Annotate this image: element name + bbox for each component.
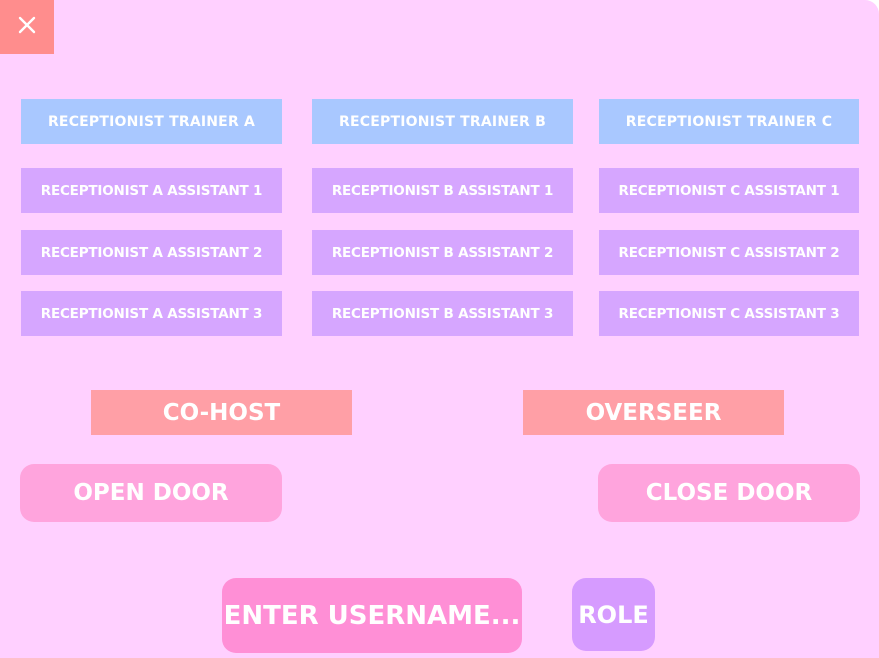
assistant-c3-button[interactable]: RECEPTIONIST C ASSISTANT 3 — [599, 291, 859, 336]
assistant-a1-button[interactable]: RECEPTIONIST A ASSISTANT 1 — [21, 168, 282, 213]
open-door-button[interactable]: OPEN DOOR — [20, 464, 282, 522]
username-placeholder: ENTER USERNAME... — [223, 600, 521, 631]
assistant-c2-button[interactable]: RECEPTIONIST C ASSISTANT 2 — [599, 230, 859, 275]
assistant-a3-label: RECEPTIONIST A ASSISTANT 3 — [40, 305, 263, 322]
close-button[interactable] — [0, 0, 54, 54]
assistant-b1-label: RECEPTIONIST B ASSISTANT 1 — [331, 182, 554, 199]
assistant-a2-button[interactable]: RECEPTIONIST A ASSISTANT 2 — [21, 230, 282, 275]
close-icon — [17, 15, 37, 39]
trainer-b-label: RECEPTIONIST TRAINER B — [339, 113, 546, 130]
close-door-label: CLOSE DOOR — [645, 480, 813, 506]
assistant-c1-label: RECEPTIONIST C ASSISTANT 1 — [618, 182, 840, 199]
assistant-b2-label: RECEPTIONIST B ASSISTANT 2 — [331, 244, 554, 261]
trainer-c-button[interactable]: RECEPTIONIST TRAINER C — [599, 99, 859, 144]
assistant-a3-button[interactable]: RECEPTIONIST A ASSISTANT 3 — [21, 291, 282, 336]
assistant-c3-label: RECEPTIONIST C ASSISTANT 3 — [618, 305, 840, 322]
role-button-label: ROLE — [578, 600, 649, 629]
assistant-c2-label: RECEPTIONIST C ASSISTANT 2 — [618, 244, 840, 261]
assistant-b1-button[interactable]: RECEPTIONIST B ASSISTANT 1 — [312, 168, 573, 213]
assistant-b2-button[interactable]: RECEPTIONIST B ASSISTANT 2 — [312, 230, 573, 275]
trainer-a-button[interactable]: RECEPTIONIST TRAINER A — [21, 99, 282, 144]
role-button[interactable]: ROLE — [572, 578, 655, 651]
cohost-label: CO-HOST — [162, 399, 281, 426]
overseer-label: OVERSEER — [585, 399, 722, 426]
open-door-label: OPEN DOOR — [73, 480, 229, 506]
assistant-b3-label: RECEPTIONIST B ASSISTANT 3 — [331, 305, 554, 322]
cohost-button[interactable]: CO-HOST — [91, 390, 352, 435]
overseer-button[interactable]: OVERSEER — [523, 390, 784, 435]
trainer-b-button[interactable]: RECEPTIONIST TRAINER B — [312, 99, 573, 144]
assistant-c1-button[interactable]: RECEPTIONIST C ASSISTANT 1 — [599, 168, 859, 213]
trainer-a-label: RECEPTIONIST TRAINER A — [47, 113, 256, 130]
assistant-a2-label: RECEPTIONIST A ASSISTANT 2 — [40, 244, 263, 261]
username-input[interactable]: ENTER USERNAME... — [222, 578, 522, 653]
close-door-button[interactable]: CLOSE DOOR — [598, 464, 860, 522]
assistant-b3-button[interactable]: RECEPTIONIST B ASSISTANT 3 — [312, 291, 573, 336]
assistant-a1-label: RECEPTIONIST A ASSISTANT 1 — [40, 182, 263, 199]
trainer-c-label: RECEPTIONIST TRAINER C — [625, 113, 833, 130]
